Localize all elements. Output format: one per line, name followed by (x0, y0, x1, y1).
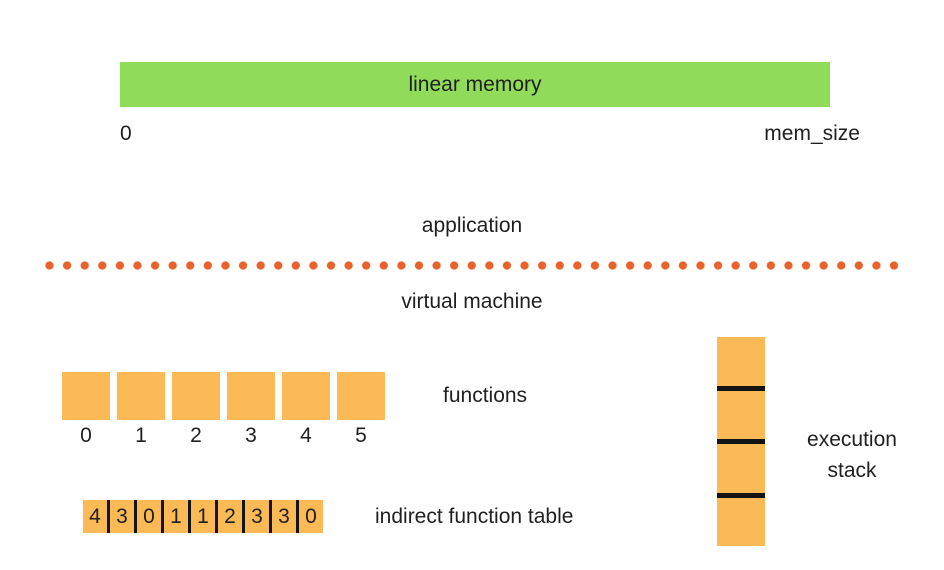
table-cell: 3 (269, 500, 296, 533)
function-cell (62, 372, 110, 420)
boundary-dotted-line (45, 261, 906, 270)
table-cell: 0 (296, 500, 323, 533)
function-item: 2 (172, 372, 220, 448)
functions-row: 0 1 2 3 4 5 (62, 372, 385, 448)
table-cell: 4 (89, 504, 101, 528)
stack-segment (717, 337, 765, 386)
linear-memory-range: 0 mem_size (120, 122, 860, 146)
function-index-label: 4 (300, 424, 312, 447)
function-index-label: 5 (355, 424, 367, 447)
linear-memory-label: linear memory (408, 72, 542, 96)
function-index-label: 3 (245, 424, 257, 447)
function-cell (117, 372, 165, 420)
execution-stack-label-line2: stack (827, 459, 877, 482)
function-index-label: 0 (80, 424, 92, 447)
function-index-label: 1 (135, 424, 147, 447)
function-cell (337, 372, 385, 420)
table-cell: 2 (215, 500, 242, 533)
function-cell (172, 372, 220, 420)
indirect-table-label: indirect function table (375, 504, 574, 528)
function-cell (282, 372, 330, 420)
function-index-label: 2 (190, 424, 202, 447)
function-item: 3 (227, 372, 275, 448)
table-cell: 0 (134, 500, 161, 533)
function-item: 1 (117, 372, 165, 448)
function-item: 4 (282, 372, 330, 448)
execution-stack-label-line1: execution (807, 428, 897, 451)
memory-size-label: mem_size (764, 122, 860, 145)
table-cell: 1 (188, 500, 215, 533)
memory-start-label: 0 (120, 122, 132, 145)
table-cell: 3 (107, 500, 134, 533)
execution-stack-label: execution stack (786, 424, 918, 486)
table-cell: 3 (242, 500, 269, 533)
function-item: 5 (337, 372, 385, 448)
execution-stack (717, 337, 765, 546)
table-cell: 1 (161, 500, 188, 533)
stack-segment (717, 492, 765, 546)
functions-label: functions (443, 384, 528, 407)
linear-memory-bar: linear memory (120, 62, 830, 107)
application-label: application (421, 214, 523, 237)
virtual-machine-label: virtual machine (401, 290, 543, 313)
stack-segment (717, 439, 765, 493)
function-cell (227, 372, 275, 420)
stack-segment (717, 385, 765, 439)
function-item: 0 (62, 372, 110, 448)
